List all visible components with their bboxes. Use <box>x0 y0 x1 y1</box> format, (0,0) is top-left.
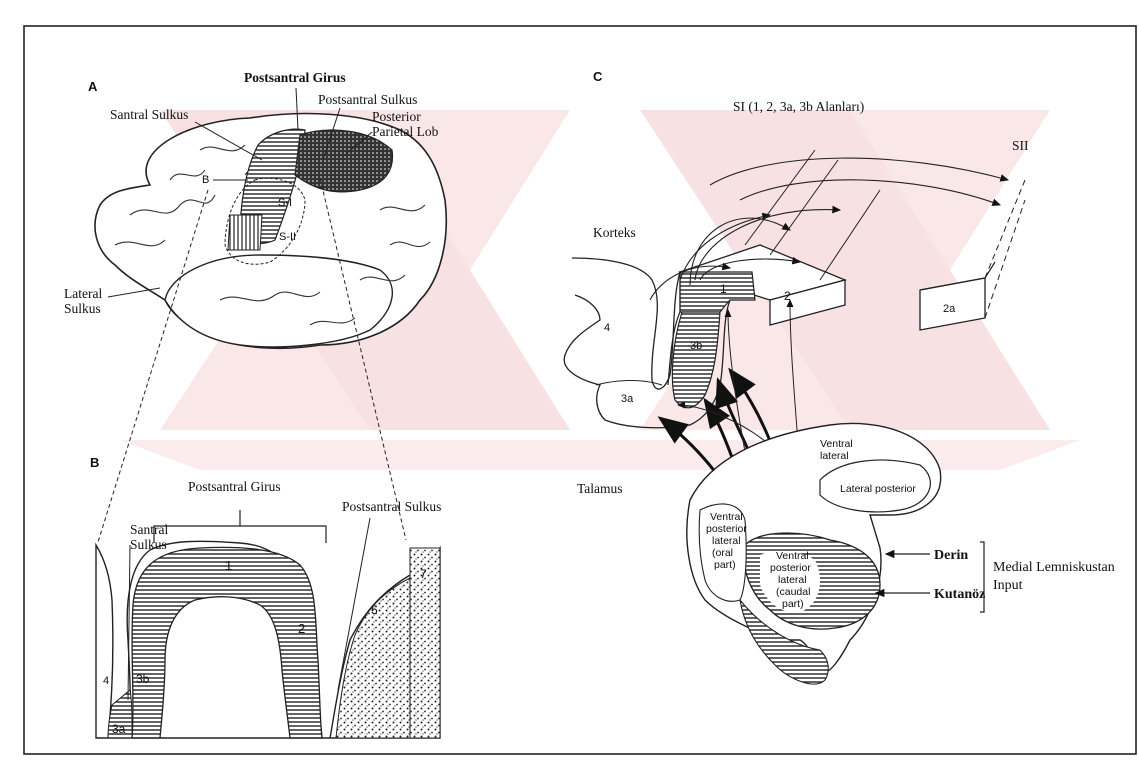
label-c-input: Input <box>993 578 1023 593</box>
label-a-postcentral-gyrus: Postsantral Girus <box>244 70 346 85</box>
vpl-oral-line-1: Ventral <box>710 511 743 523</box>
label-c-si: SI (1, 2, 3a, 3b Alanları) <box>733 99 864 114</box>
label-b-area-1: 1 <box>225 558 232 573</box>
label-a-central-sulcus: Santral Sulkus <box>110 107 188 122</box>
vpl-caudal-line-1: Ventral <box>776 550 809 562</box>
label-b-area-2: 2 <box>298 621 305 636</box>
panel-a-letter: A <box>88 79 98 94</box>
label-b-area-3b: 3b <box>136 672 150 686</box>
label-b-postcentral-gyrus: Postsantral Girus <box>188 479 281 494</box>
label-a-posterior: Posterior <box>372 109 421 124</box>
vpl-caudal-line-3: lateral <box>778 574 807 586</box>
label-b-area-3a: 3a <box>112 722 126 736</box>
label-a-sulkus: Sulkus <box>64 301 101 316</box>
label-c-cutaneous: Kutanöz <box>934 587 985 602</box>
label-c-lateral: lateral <box>820 450 849 462</box>
label-a-lateral: Lateral <box>64 286 102 301</box>
label-c-deep: Derin <box>934 548 968 563</box>
label-c-area-4: 4 <box>604 322 610 334</box>
label-b-sulkus: Sulkus <box>130 537 167 552</box>
label-a-s1: S-I <box>278 197 292 209</box>
label-c-area-3b: 3b <box>690 340 702 352</box>
label-c-area-3a: 3a <box>621 393 634 405</box>
label-c-cortex: Korteks <box>593 225 636 240</box>
panel-c-letter: C <box>593 69 603 84</box>
vpl-oral-line-3: lateral <box>712 535 741 547</box>
label-b-area-5: 5 <box>371 603 378 617</box>
label-c-thalamus: Talamus <box>577 481 623 496</box>
temporal-lobe <box>165 255 392 347</box>
vpl-caudal-line-2: posterior <box>770 562 811 574</box>
label-b-santral: Santral <box>130 522 168 537</box>
vpl-oral-line-4: (oral <box>712 547 733 559</box>
label-a-b-marker: B <box>202 174 209 186</box>
label-a-parietal-lobe: Parietal Lob <box>372 124 439 139</box>
label-c-area-1: 1 <box>720 282 727 296</box>
label-c-area-2a: 2a <box>943 303 956 315</box>
label-a-postcentral-sulcus: Postsantral Sulkus <box>318 92 417 107</box>
label-c-sii: SII <box>1012 138 1029 153</box>
vpl-caudal-line-4: (caudal <box>776 586 810 598</box>
vpl-oral-line-5: part) <box>714 559 736 571</box>
label-b-area-4: 4 <box>103 675 109 687</box>
label-a-s2: S-II <box>279 231 296 243</box>
s2-region <box>228 215 262 250</box>
label-b-area-7: 7 <box>420 567 427 581</box>
label-c-lateral-posterior: Lateral posterior <box>840 483 916 495</box>
vpl-oral-line-2: posterior <box>706 523 747 535</box>
panel-b-letter: B <box>90 455 99 470</box>
label-c-medial-lemniscus: Medial Lemniskustan <box>993 560 1115 575</box>
label-c-ventral: Ventral <box>820 438 853 450</box>
label-b-postcentral-sulcus: Postsantral Sulkus <box>342 499 441 514</box>
vpl-caudal-line-5: part) <box>782 598 804 610</box>
